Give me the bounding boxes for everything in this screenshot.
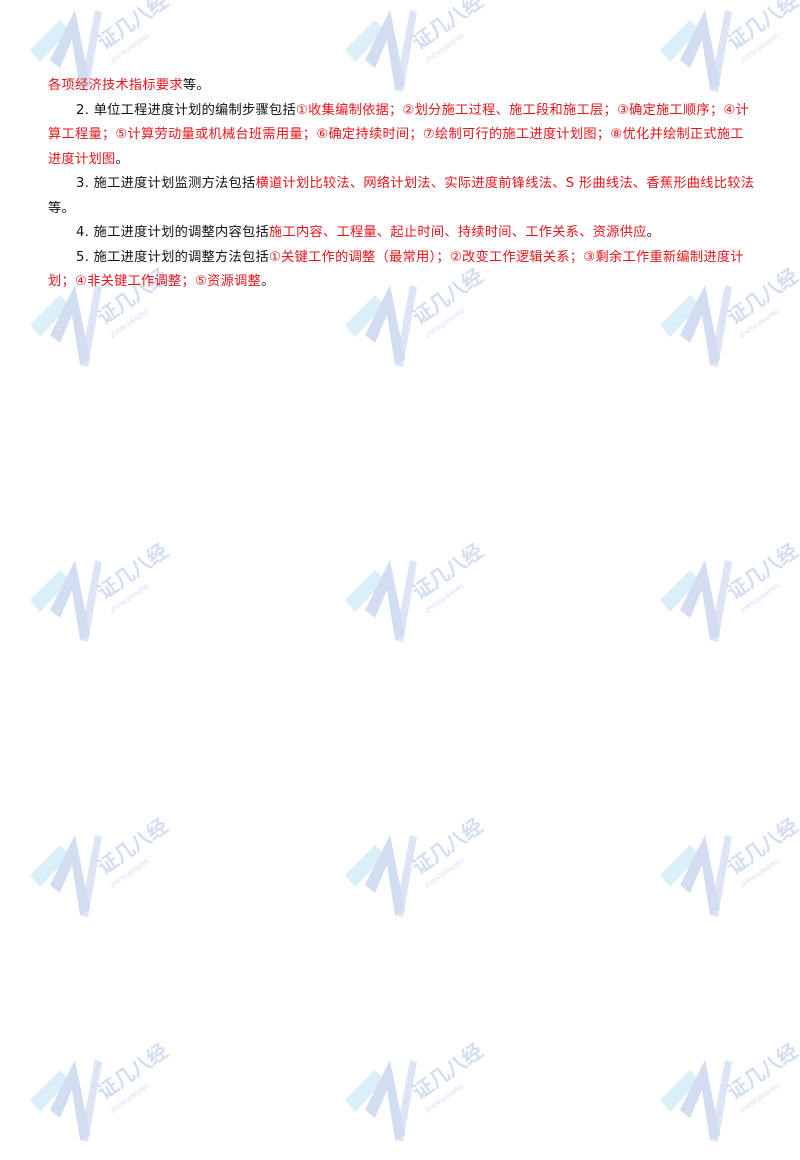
watermark-logo: 证几八经 ZHENGJIBAJING	[650, 540, 800, 660]
document-page: 证几八经 ZHENGJIBAJING 证几八经 ZHENGJIBAJING 证几…	[20, 0, 800, 1142]
svg-text:证几八经: 证几八经	[93, 1040, 170, 1104]
body-text: 等。	[182, 78, 210, 93]
watermark-logo: 证几八经 ZHENGJIBAJING	[335, 815, 485, 935]
highlighted-text: 各项经济技术指标要求	[48, 78, 183, 93]
svg-text:证几八经: 证几八经	[408, 1040, 485, 1104]
svg-text:证几八经: 证几八经	[723, 1040, 800, 1104]
highlighted-text: 施工内容、工程量、起止时间、持续时间、工作关系、资源供应	[269, 225, 647, 240]
svg-text:证几八经: 证几八经	[93, 540, 170, 604]
svg-text:ZHENGJIBAJING: ZHENGJIBAJING	[739, 582, 781, 614]
svg-text:证几八经: 证几八经	[408, 815, 485, 879]
svg-text:证几八经: 证几八经	[723, 815, 800, 879]
svg-text:ZHENGJIBAJING: ZHENGJIBAJING	[109, 307, 151, 339]
svg-text:ZHENGJIBAJING: ZHENGJIBAJING	[109, 32, 151, 64]
watermark-logo: 证几八经 ZHENGJIBAJING	[650, 1040, 800, 1160]
svg-text:证几八经: 证几八经	[723, 540, 800, 604]
body-text: 2. 单位工程进度计划的编制步骤包括	[76, 102, 296, 118]
watermark-logo: 证几八经 ZHENGJIBAJING	[335, 540, 485, 660]
paragraph: 各项经济技术指标要求等。	[48, 74, 756, 99]
highlighted-text: ①收集编制依据；②划分施工过程、施工段和施工层；③确定施工顺序；④计算工程量；⑤…	[48, 102, 750, 167]
paragraph: 5. 施工进度计划的调整方法包括①关键工作的调整（最常用）；②改变工作逻辑关系；…	[48, 246, 756, 295]
body-text: 3. 施工进度计划监测方法包括	[76, 176, 256, 191]
paragraph: 2. 单位工程进度计划的编制步骤包括①收集编制依据；②划分施工过程、施工段和施工…	[48, 99, 756, 173]
body-text: 。	[115, 151, 129, 167]
svg-text:证几八经: 证几八经	[408, 0, 485, 54]
watermark-logo: 证几八经 ZHENGJIBAJING	[20, 815, 170, 935]
body-text: 4. 施工进度计划的调整内容包括	[76, 225, 270, 240]
watermark-logo: 证几八经 ZHENGJIBAJING	[20, 540, 170, 660]
document-body: 各项经济技术指标要求等。2. 单位工程进度计划的编制步骤包括①收集编制依据；②划…	[48, 74, 756, 295]
svg-text:ZHENGJIBAJING: ZHENGJIBAJING	[424, 582, 466, 614]
highlighted-text: 横道计划比较法、网络计划法、实际进度前锋线法、S 形曲线法、香蕉形曲线比较法	[255, 176, 755, 191]
svg-text:ZHENGJIBAJING: ZHENGJIBAJING	[424, 32, 466, 64]
svg-text:ZHENGJIBAJING: ZHENGJIBAJING	[424, 307, 466, 339]
svg-text:ZHENGJIBAJING: ZHENGJIBAJING	[739, 307, 781, 339]
body-text: 。	[646, 225, 661, 240]
svg-text:证几八经: 证几八经	[408, 540, 485, 604]
paragraph: 3. 施工进度计划监测方法包括横道计划比较法、网络计划法、实际进度前锋线法、S …	[48, 172, 756, 221]
svg-text:ZHENGJIBAJING: ZHENGJIBAJING	[109, 582, 151, 614]
watermark-logo: 证几八经 ZHENGJIBAJING	[650, 815, 800, 935]
watermark-logo: 证几八经 ZHENGJIBAJING	[20, 1040, 170, 1160]
svg-text:ZHENGJIBAJING: ZHENGJIBAJING	[739, 32, 781, 64]
svg-text:证几八经: 证几八经	[93, 815, 170, 879]
body-text: 5. 施工进度计划的调整方法包括	[76, 249, 270, 265]
svg-text:ZHENGJIBAJING: ZHENGJIBAJING	[424, 857, 466, 889]
svg-text:ZHENGJIBAJING: ZHENGJIBAJING	[739, 1082, 781, 1114]
svg-text:证几八经: 证几八经	[723, 0, 800, 54]
svg-text:ZHENGJIBAJING: ZHENGJIBAJING	[739, 857, 781, 889]
svg-text:ZHENGJIBAJING: ZHENGJIBAJING	[424, 1082, 466, 1114]
highlighted-text: ①关键工作的调整（最常用）；②改变工作逻辑关系；③剩余工作重新编制进度计划；④非…	[48, 249, 744, 290]
watermark-logo: 证几八经 ZHENGJIBAJING	[335, 1040, 485, 1160]
body-text: 。	[261, 274, 275, 289]
svg-text:ZHENGJIBAJING: ZHENGJIBAJING	[109, 857, 151, 889]
paragraph: 4. 施工进度计划的调整内容包括施工内容、工程量、起止时间、持续时间、工作关系、…	[48, 221, 756, 246]
body-text: 等。	[48, 200, 75, 216]
svg-text:证几八经: 证几八经	[93, 0, 170, 54]
svg-text:ZHENGJIBAJING: ZHENGJIBAJING	[109, 1082, 151, 1114]
